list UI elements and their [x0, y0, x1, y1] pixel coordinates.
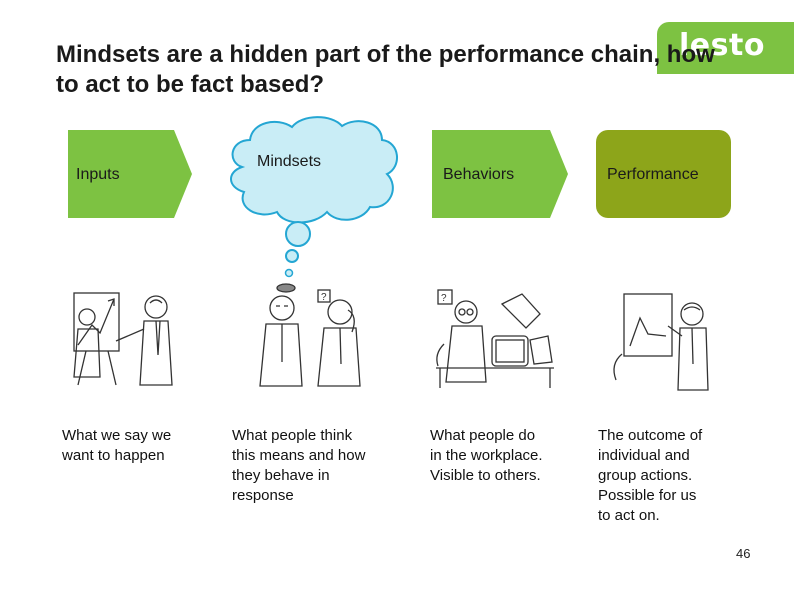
- performance-label: Performance: [607, 166, 699, 183]
- performance-box: [596, 130, 731, 218]
- chart-review-illustration: [613, 293, 709, 391]
- confused-people-illustration: ?: [259, 283, 361, 387]
- worker-desk-illustration: ?: [436, 289, 554, 388]
- presenter-illustration: [73, 292, 173, 386]
- behaviors-arrow: [432, 130, 568, 218]
- inputs-arrow: [68, 130, 192, 218]
- behaviors-description: What people do in the workplace. Visible…: [430, 427, 543, 484]
- inputs-label: Inputs: [76, 166, 120, 183]
- svg-text:?: ?: [321, 292, 327, 303]
- lesto-logo: lesto: [657, 22, 794, 74]
- behaviors-label: Behaviors: [443, 166, 515, 183]
- logo-text: lesto: [679, 28, 765, 63]
- slide-title: Mindsets are a hidden part of the perfor…: [56, 41, 715, 98]
- thought-cloud: [230, 116, 398, 224]
- page-number: 46: [736, 546, 751, 561]
- inputs-description: What we say we want to happen: [62, 427, 172, 464]
- thought-bubbles: [284, 221, 311, 278]
- svg-text:?: ?: [441, 293, 447, 304]
- mindsets-label: Mindsets: [257, 153, 322, 170]
- performance-description: The outcome of individual and group acti…: [598, 427, 703, 524]
- mindsets-description: What people think this means and how the…: [232, 427, 366, 504]
